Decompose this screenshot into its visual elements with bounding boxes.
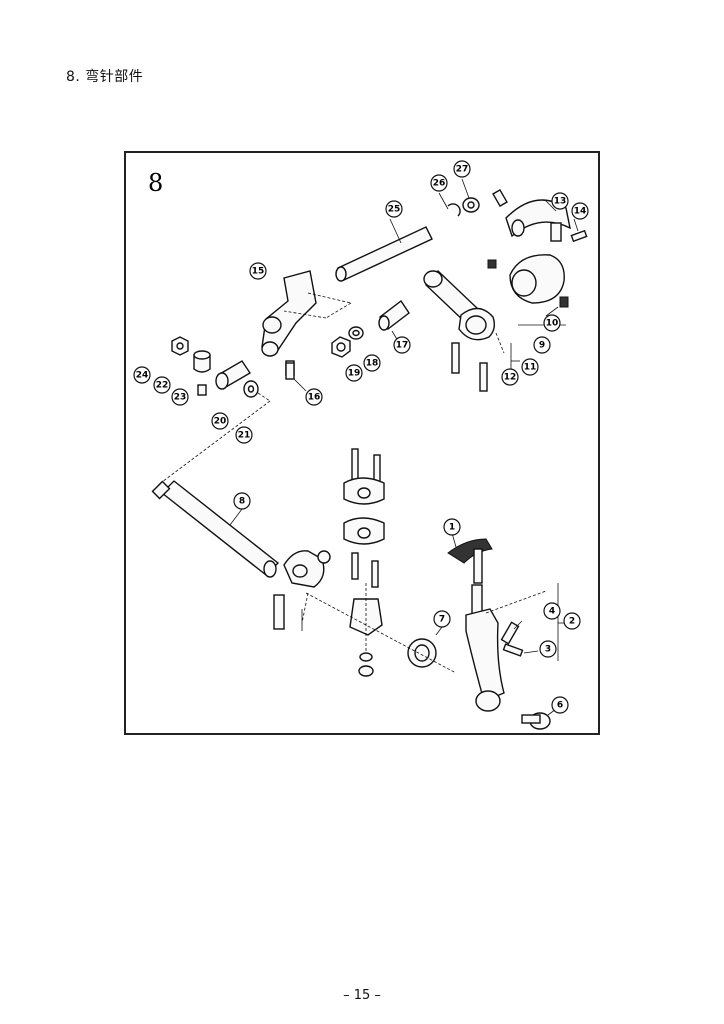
callout-list: 1234678910111213141516171819202122232425… [133,160,589,714]
callout-number: 21 [238,431,251,441]
callout-number: 7 [439,615,445,625]
callout-8: 8 [233,492,251,510]
callout-26: 26 [430,174,448,192]
callout-4: 4 [543,602,561,620]
callout-number: 14 [574,207,587,217]
washer-18 [348,326,364,340]
screw-top [492,188,508,208]
callout-20: 20 [211,412,229,430]
callout-number: 25 [388,205,401,215]
screw-16 [285,362,307,392]
callout-7: 7 [433,610,451,628]
screw-14 [570,218,588,243]
washer-7 [407,626,443,668]
callout-25: 25 [385,200,403,218]
connecting-rod-11 [423,269,520,392]
callout-number: 13 [554,197,567,207]
eccentric-9 [487,254,569,326]
callout-16: 16 [305,388,323,406]
callout-number: 1 [449,523,455,533]
screw-23 [197,384,207,396]
washer-27 [461,178,480,213]
parts-diagram: .part { fill: #fafafa; stroke: #111; str… [124,151,600,735]
callout-14: 14 [571,202,589,220]
callout-number: 26 [433,179,446,189]
callout-11: 11 [521,358,539,376]
callout-number: 10 [546,319,559,329]
callout-number: 8 [239,497,245,507]
callout-number: 16 [308,393,321,403]
collar-22 [193,350,211,373]
screw-3 [502,643,539,657]
callout-number: 11 [524,363,537,373]
callout-10: 10 [543,314,561,332]
clamp-13 [505,199,571,242]
callout-27: 27 [453,160,471,178]
nut-24 [171,336,189,356]
callout-17: 17 [393,336,411,354]
callout-12: 12 [501,368,519,386]
pin-20 [215,360,251,390]
callout-number: 9 [539,341,545,351]
page-number: – 15 – [343,988,381,1003]
washer-21 [243,380,271,402]
clamp-column [343,448,385,677]
lever-arm [273,550,331,631]
callout-1: 1 [443,518,461,536]
callout-21: 21 [235,426,253,444]
callout-number: 18 [366,359,379,369]
callout-number: 2 [569,617,575,627]
holder-15 [261,270,352,376]
callout-number: 3 [545,645,551,655]
callout-24: 24 [133,366,151,384]
callout-number: 23 [174,393,187,403]
callout-13: 13 [551,192,569,210]
callout-number: 17 [396,341,409,351]
ring-26 [438,192,461,217]
screw-6 [521,708,557,730]
callout-number: 6 [557,701,563,711]
callout-number: 24 [136,371,149,381]
callout-number: 20 [214,417,227,427]
nut-19 [331,336,351,358]
section-title: 8. 弯针部件 [66,69,144,85]
callout-number: 12 [504,373,517,383]
callout-22: 22 [153,376,171,394]
figure-label: 8 [148,169,163,197]
callout-23: 23 [171,388,189,406]
callout-3: 3 [539,640,557,658]
looper-1 [447,532,493,584]
callout-number: 27 [456,165,469,175]
screw-4 [500,620,523,645]
callout-number: 22 [156,381,169,391]
shaft-8 [151,480,280,578]
bushing-17 [378,299,410,342]
callout-9: 9 [533,336,551,354]
callout-number: 19 [348,369,361,379]
callout-number: 4 [549,607,555,617]
callout-19: 19 [345,364,363,382]
callout-15: 15 [249,262,267,280]
callout-18: 18 [363,354,381,372]
shaft-25 [335,218,433,282]
callout-6: 6 [551,696,569,714]
callout-2: 2 [563,612,581,630]
callout-number: 15 [252,267,265,277]
